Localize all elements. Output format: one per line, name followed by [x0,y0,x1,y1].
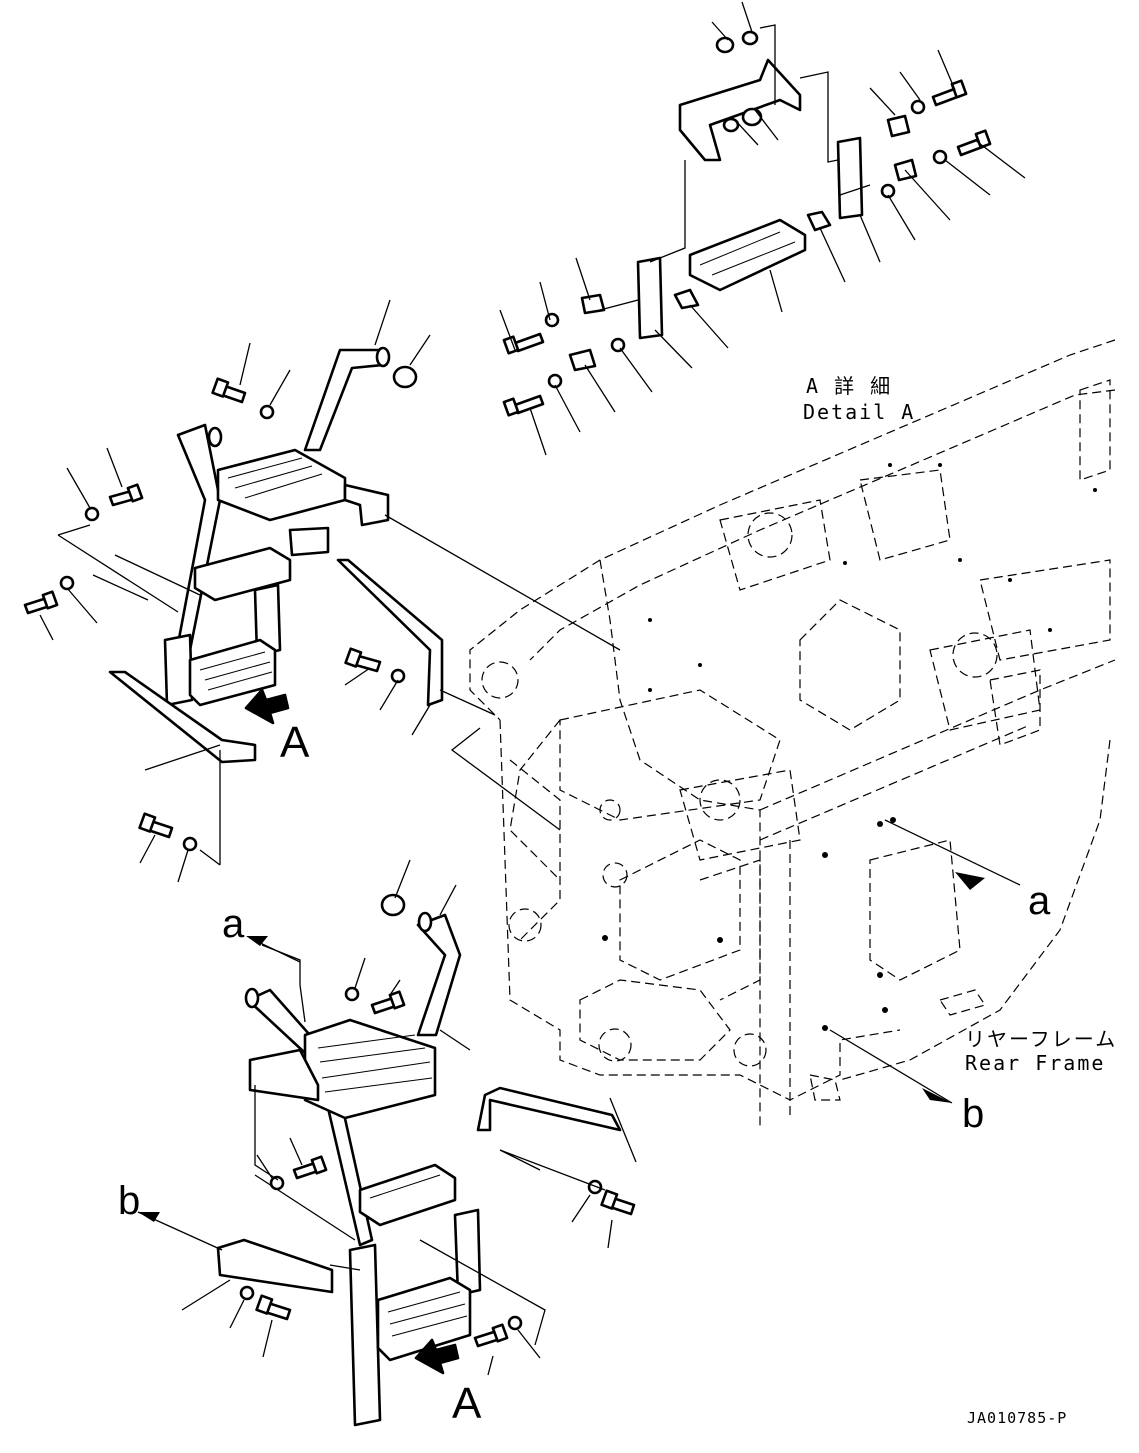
detail-a-assembly: A 詳 細 Detail A [499,1,1026,456]
ref-b-ladder: b [118,1179,140,1223]
view-arrow-lower [414,1338,460,1375]
rear-frame-label-en: Rear Frame [965,1051,1105,1075]
upper-ladder-assembly: A [23,299,621,883]
rear-frame-label-jp: リヤーフレーム [965,1027,1117,1051]
rear-frame-outline [469,339,1116,1130]
view-arrow-upper [244,688,290,725]
detail-a-label-en: Detail A [803,400,915,424]
detail-a-label-jp: A 詳 細 [806,374,892,398]
view-label-a-upper: A [280,718,310,767]
ref-a-frame: a [1028,879,1051,923]
lower-ladder-assembly: A [181,859,637,1428]
view-label-a-lower: A [452,1379,482,1428]
ref-b-frame: b [962,1092,984,1136]
ref-a-ladder: a [222,902,245,946]
reference-markers: a b a b [118,819,1051,1251]
drawing-code: JA010785-P [967,1409,1067,1427]
